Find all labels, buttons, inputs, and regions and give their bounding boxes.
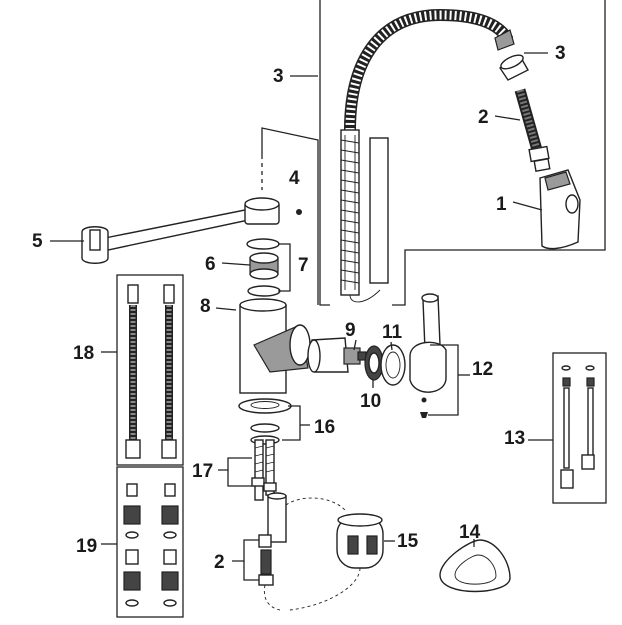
extensions-box — [552, 352, 607, 504]
label-o-rings: 7 — [298, 255, 309, 276]
label-base-gasket: 14 — [459, 522, 481, 543]
label-mounting-gasket: 16 — [314, 417, 335, 438]
retaining-nut — [364, 345, 384, 381]
pullout-hose — [514, 88, 551, 172]
fixing-rods — [251, 439, 277, 501]
label-cartridge: 9 — [345, 320, 356, 341]
label-counterweight: 15 — [397, 531, 419, 552]
counterweight — [285, 497, 384, 611]
label-extensions-kit: 13 — [504, 428, 525, 449]
label-spray-holder: 5 — [32, 231, 43, 252]
label-pullout-head: 1 — [496, 194, 507, 215]
label-spring-left: 3 — [273, 66, 284, 87]
cartridge — [307, 337, 367, 373]
label-spout-ring: 6 — [205, 254, 216, 275]
coil-spring — [340, 8, 514, 303]
spout-bracket — [261, 127, 319, 305]
spray-holder — [81, 197, 280, 264]
leader-lines — [50, 52, 553, 581]
spring-cap — [494, 29, 529, 81]
lower-hose-parts — [258, 492, 287, 611]
base-gasket — [439, 539, 511, 593]
label-body: 8 — [200, 296, 211, 317]
supply-hoses-box — [116, 274, 184, 466]
label-hose-left: 2 — [214, 552, 225, 573]
screw — [296, 209, 302, 215]
fittings-box — [116, 466, 184, 618]
label-spring-right: 3 — [555, 43, 566, 64]
cartridge-cap — [380, 344, 406, 386]
label-screw: 4 — [289, 168, 300, 189]
label-fittings-kit: 19 — [76, 536, 97, 557]
spout-ring-set — [246, 238, 281, 297]
spring-assembly-frame — [319, 0, 606, 306]
mounting-gasket — [238, 398, 292, 445]
label-cap: 11 — [382, 322, 403, 343]
label-supply-hoses: 18 — [73, 343, 94, 364]
faucet-body — [239, 298, 311, 394]
label-fixing-rods: 17 — [192, 461, 213, 482]
label-nut: 10 — [360, 391, 381, 412]
label-hose-right: 2 — [478, 107, 489, 128]
pullout-spray-head — [539, 169, 581, 250]
callout-labels: 1 2 2 3 3 4 5 6 7 8 9 11 10 12 13 14 15 … — [32, 43, 566, 573]
handle-lever — [409, 293, 447, 418]
label-lever: 12 — [472, 359, 493, 380]
